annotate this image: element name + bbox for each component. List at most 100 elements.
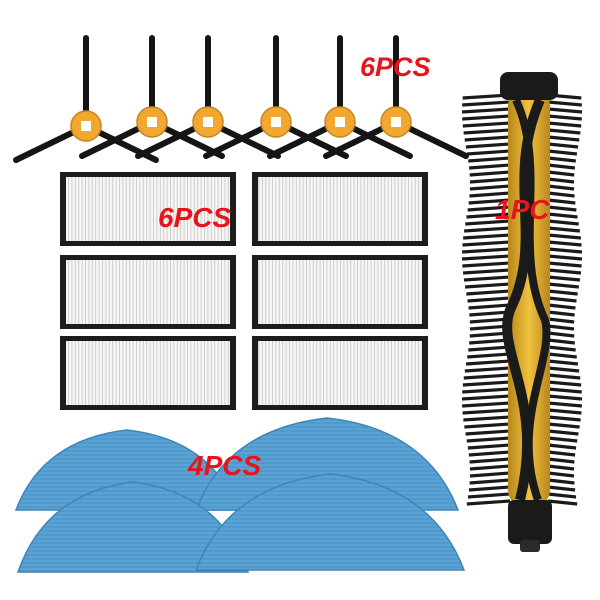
roller-bristle (469, 457, 511, 464)
roller-bristle (547, 429, 579, 436)
mop-pads-group (14, 417, 466, 573)
roller-bristle (462, 401, 511, 408)
roller-bristle (463, 128, 511, 135)
roller-bristle (547, 471, 575, 478)
roller-bristle (466, 499, 511, 506)
roller-bristle (469, 191, 511, 198)
filter-cartridge (252, 255, 428, 329)
filter-mesh (66, 260, 230, 324)
roller-bristle (466, 289, 511, 296)
side-brush-hub-socket (203, 117, 213, 127)
side-brush (323, 35, 469, 159)
side-brush (135, 35, 281, 159)
roller-bristle (463, 373, 511, 380)
roller-bristle (469, 471, 511, 478)
roller-bristle (547, 135, 580, 142)
roller-bristle (547, 156, 576, 163)
roller-end-cap-bottom (508, 500, 552, 544)
roller-bristle (547, 219, 579, 226)
roller-end-peg (520, 540, 540, 552)
roller-bristle (468, 198, 511, 205)
roller-bristle (464, 135, 511, 142)
side-brush-hub-socket (81, 121, 91, 131)
roller-bristle (547, 366, 580, 373)
roller-bristle (469, 170, 511, 177)
roller-bristle (547, 289, 578, 296)
roller-bristle (463, 415, 511, 422)
mop-quantity-label: 4PCS (188, 450, 262, 481)
side-brush (203, 35, 349, 159)
roller-bristle (464, 366, 511, 373)
roller-bristle (547, 345, 576, 352)
filter-quantity-label: 6PCS (158, 202, 232, 233)
roller-bristle (547, 275, 581, 282)
roller-bristle (461, 254, 511, 261)
side-brushes-group (13, 35, 469, 163)
roller-bristle (547, 331, 575, 338)
roller-bristle (547, 296, 577, 303)
roller-bristle (469, 184, 511, 191)
roller-bristle (547, 485, 576, 492)
roller-bristle (547, 359, 579, 366)
roller-bristle (469, 310, 511, 317)
roller-bristle (462, 268, 511, 275)
roller-bristle (467, 205, 511, 212)
roller-bristle (547, 233, 581, 240)
roller-bristle (547, 338, 575, 345)
roller-spiral-strip (502, 97, 545, 502)
roller-bristle (547, 198, 576, 205)
roller-bristle (547, 254, 583, 261)
roller-bristle (547, 457, 575, 464)
filter-cartridge (60, 255, 236, 329)
roller-bristle (547, 177, 575, 184)
roller-bristle (468, 156, 511, 163)
side-brush (267, 35, 413, 159)
roller-bristle (465, 429, 511, 436)
roller-bristle (547, 373, 581, 380)
roller-bristle (467, 492, 511, 499)
roller-bristle (468, 450, 511, 457)
roller-bristle (461, 394, 511, 401)
roller-bristle (547, 380, 582, 387)
roller-bristle (465, 219, 511, 226)
filter-mesh (66, 177, 230, 241)
roller-bristle (547, 499, 578, 506)
roller-bristle (467, 149, 511, 156)
roller-bristle (462, 261, 511, 268)
roller-bristle (547, 184, 575, 191)
roller-bristle (467, 296, 511, 303)
roller-bristle (463, 233, 511, 240)
roller-bristle (547, 282, 580, 289)
roller-bristle (468, 345, 511, 352)
roller-bristle (547, 401, 583, 408)
filter-cartridge (252, 172, 428, 246)
roller-bristle (462, 121, 511, 128)
roller-bristle (547, 107, 583, 114)
roller-bristle (547, 191, 575, 198)
side-brush-hub-socket (391, 117, 401, 127)
roller-bristle (547, 422, 580, 429)
roller-bristle (465, 359, 511, 366)
roller-bristle (547, 142, 579, 149)
roller-bristle (547, 436, 578, 443)
side-brush-hub-socket (271, 117, 281, 127)
roller-bristle (468, 485, 511, 492)
roller-bristle (547, 268, 582, 275)
filter-mesh (66, 341, 230, 405)
side-brush (13, 35, 159, 163)
roller-bristle (461, 107, 511, 114)
side-brush-hub-socket (147, 117, 157, 127)
roller-bristle (468, 303, 511, 310)
roller-bristle (547, 261, 582, 268)
roller-bristle (547, 394, 583, 401)
roller-brush (461, 72, 583, 552)
roller-bristle (468, 163, 511, 170)
roller-spiral-strip (512, 98, 551, 502)
mop-pad (194, 417, 460, 511)
roller-bristle (462, 387, 511, 394)
roller-bristle (547, 450, 576, 457)
roller-bristle (462, 100, 511, 107)
roller-quantity-label: 1PC (495, 194, 550, 225)
roller-bristle (462, 380, 511, 387)
